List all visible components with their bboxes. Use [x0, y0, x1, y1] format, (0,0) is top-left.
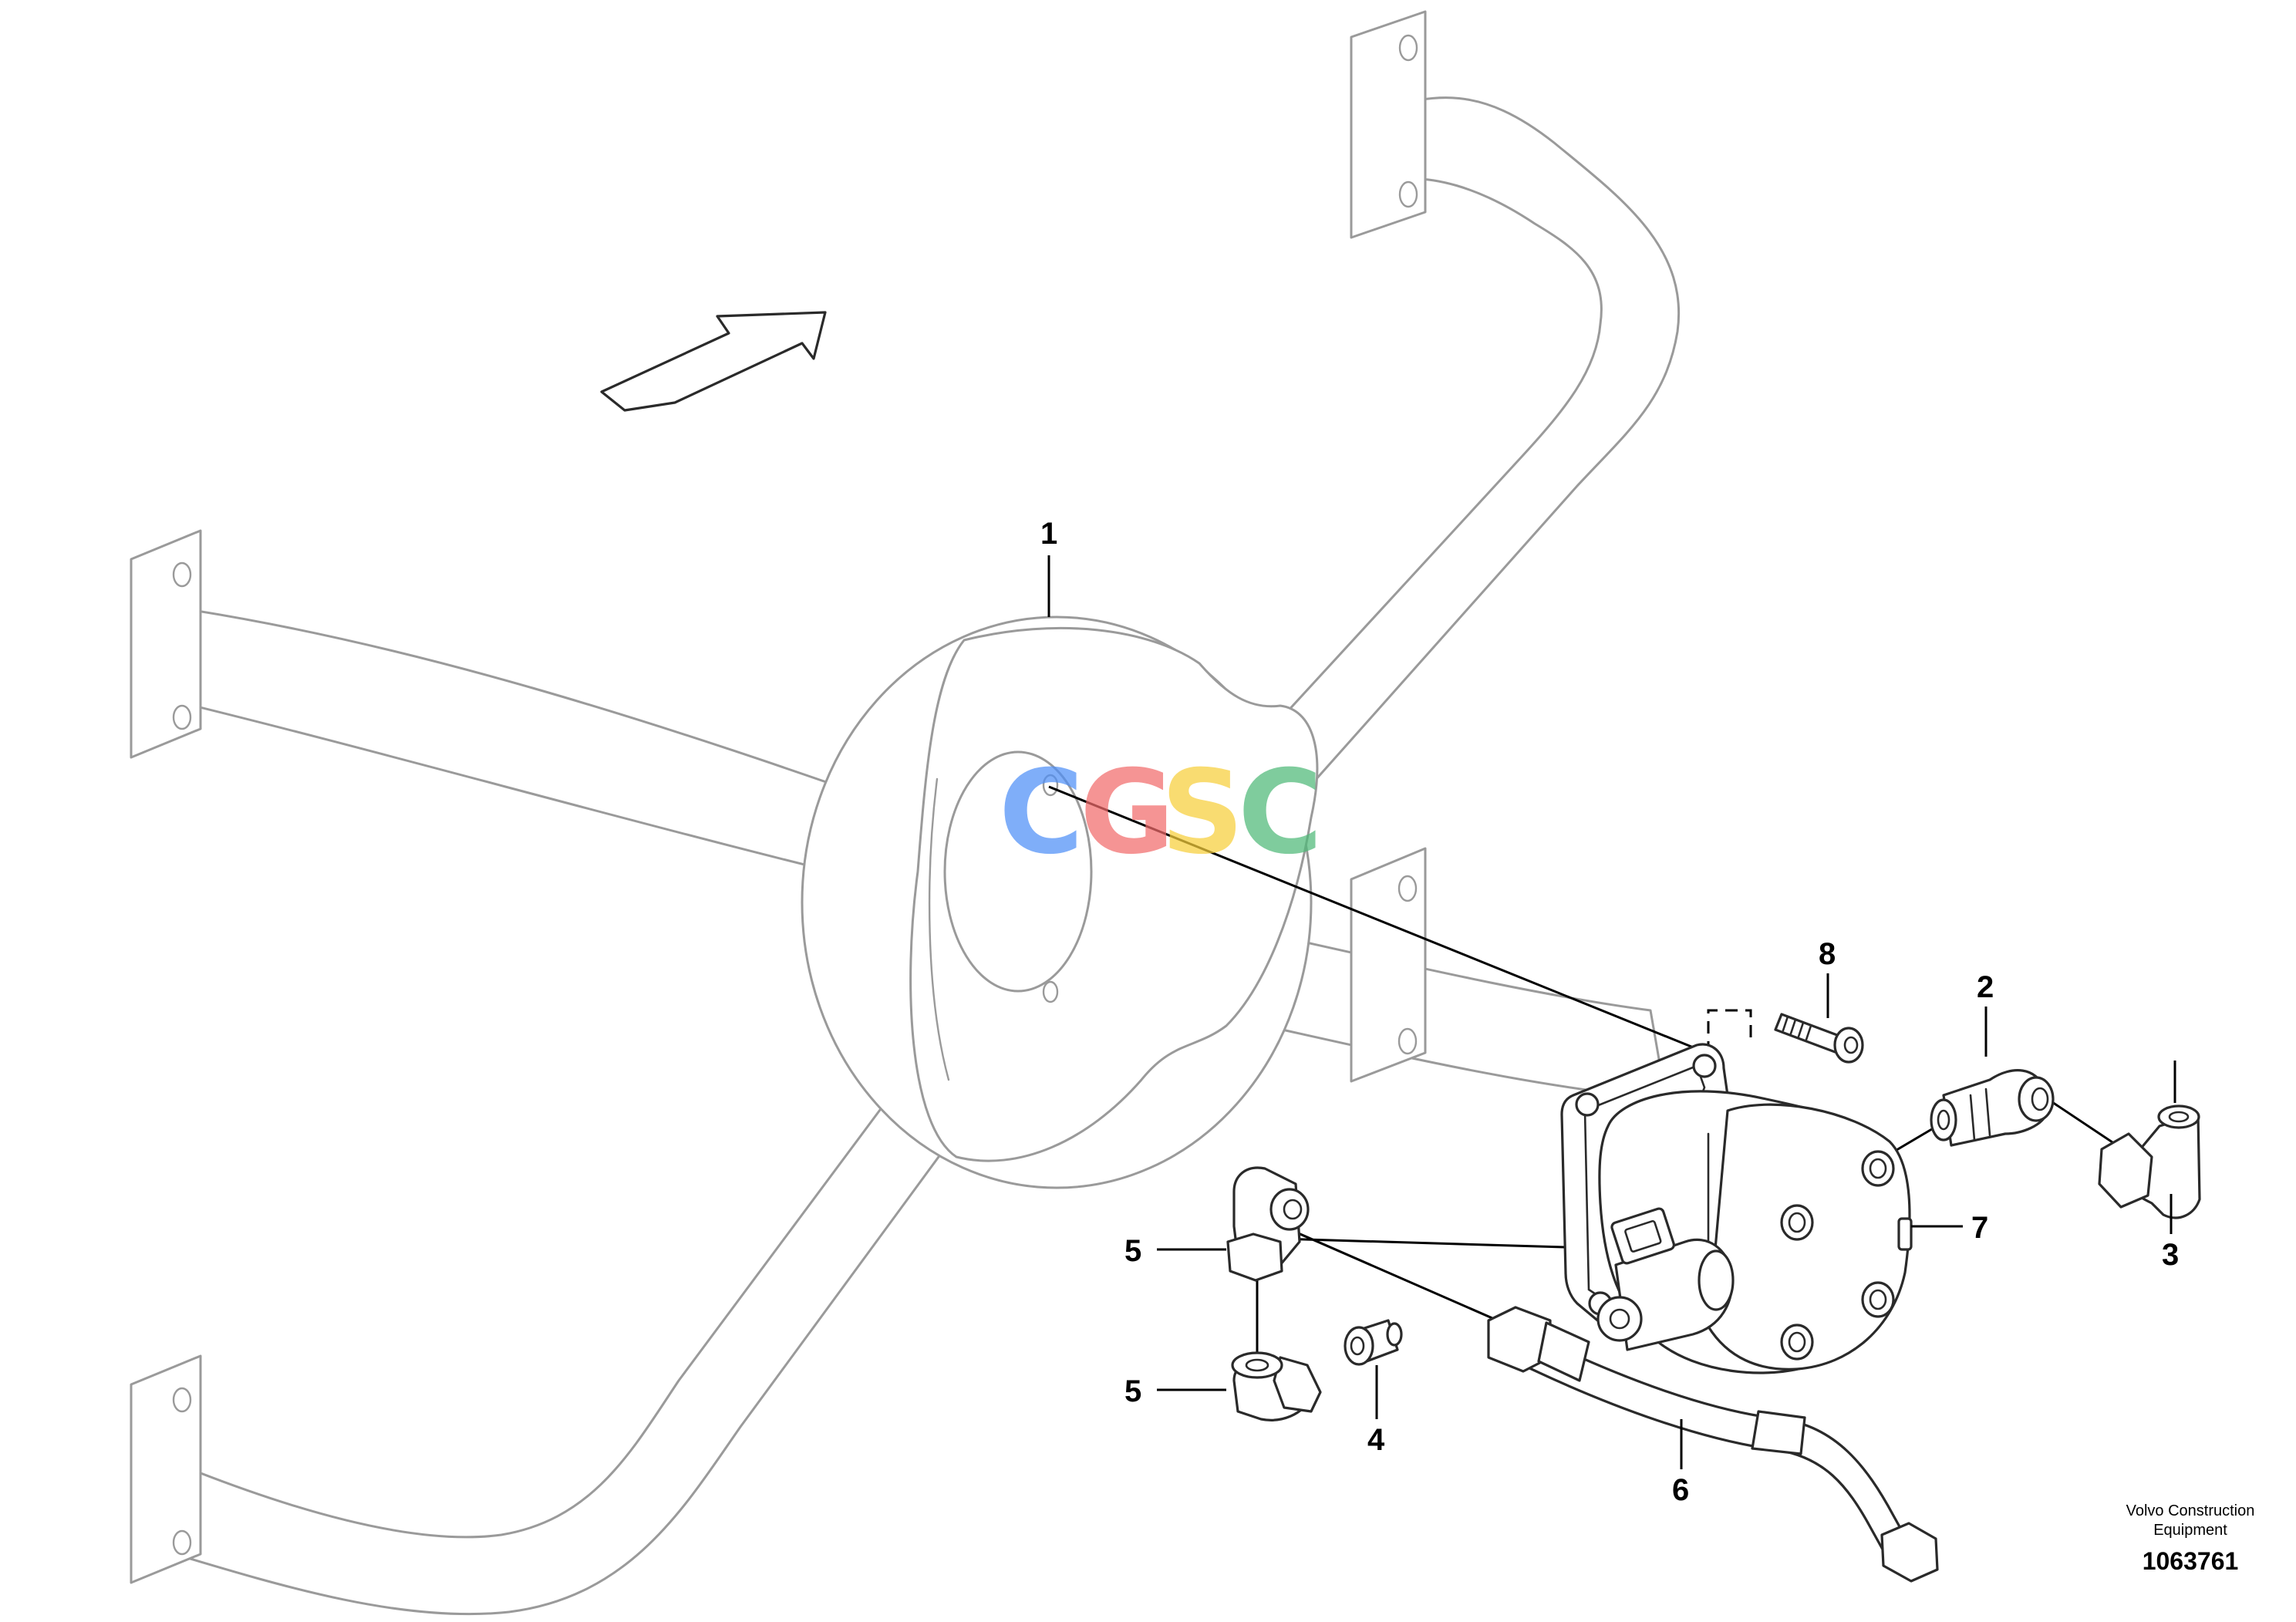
mount-hole — [172, 1387, 192, 1413]
mount-hole — [172, 704, 192, 730]
publisher-line-2: Equipment — [2153, 1522, 2227, 1539]
right-center-mount-plate — [1350, 847, 1427, 1083]
elbow-5-lower-top-inner — [1245, 1358, 1269, 1372]
cgsc-watermark: C G S C — [999, 746, 1323, 880]
cover-bolt — [1780, 1204, 1814, 1241]
ring-inner-bore — [943, 750, 1093, 993]
callout-7: 7 — [1971, 1211, 1988, 1245]
solenoid-nut-inner — [1609, 1308, 1630, 1330]
watermark-letter: C — [999, 746, 1084, 880]
solenoid-nut — [1596, 1296, 1643, 1342]
callout-6: 6 — [1672, 1473, 1689, 1507]
mount-hole — [172, 1529, 192, 1556]
callout-5-lower: 5 — [1124, 1374, 1141, 1408]
hose-6-fitting-right — [1880, 1522, 1939, 1583]
ring-bolt-hole — [1042, 980, 1059, 1003]
elbow-2-hex — [1969, 1088, 1991, 1141]
elbow-5-lower-top — [1231, 1351, 1283, 1379]
cover-bolt-inner — [1869, 1289, 1887, 1310]
callout-3: 3 — [2162, 1238, 2179, 1272]
elbow-fitting-5-lower — [1231, 1351, 1322, 1421]
direction-arrow — [600, 311, 827, 412]
callout-5-upper: 5 — [1124, 1234, 1141, 1268]
adapter-4-hex — [1344, 1326, 1374, 1366]
ring-bolt-hole — [1042, 774, 1059, 797]
adapter-4-nose — [1386, 1322, 1403, 1347]
elbow-2-end — [1930, 1098, 1957, 1141]
pump-cover — [1707, 1103, 1911, 1371]
connector-detail — [1624, 1219, 1662, 1253]
elbow-3-top — [2157, 1104, 2200, 1129]
callout-1: 1 — [1040, 517, 1057, 551]
mount-hole — [1398, 34, 1418, 62]
elbow-5-upper-nut-inner — [1283, 1199, 1303, 1220]
hose-assembly-6 — [1487, 1306, 1939, 1583]
callout-leaders — [1047, 555, 2176, 1469]
hose-6-ferrule-right — [1751, 1410, 1806, 1455]
elbow-3-top-inner — [2168, 1111, 2190, 1123]
callout-8: 8 — [1819, 937, 1836, 971]
bolt — [1774, 1013, 1864, 1064]
hose-6-ferrule-left — [1537, 1321, 1590, 1382]
cover-bolt-inner — [1788, 1331, 1806, 1353]
hydraulic-pump — [1560, 1043, 1913, 1374]
lower-left-tube — [160, 1078, 966, 1616]
illustration-number: 1063761 — [2143, 1547, 2239, 1575]
mount-hole — [1397, 1027, 1418, 1055]
solenoid-connector — [1610, 1207, 1675, 1265]
elbow-fitting-3 — [2098, 1104, 2201, 1219]
mount-hole — [1397, 875, 1418, 902]
publisher-line-1: Volvo Construction — [2126, 1502, 2255, 1519]
solenoid-end — [1698, 1249, 1735, 1311]
ring-inner-edge — [928, 777, 950, 1081]
watermark-letter: C — [1238, 746, 1323, 880]
ring-housing — [801, 615, 1319, 1189]
bolt-head — [1833, 1027, 1864, 1064]
bolt-thread — [1782, 1015, 1812, 1041]
elbow-to-hose-line — [1264, 1217, 1512, 1328]
right-center-tube — [1263, 932, 1667, 1101]
tube-frame — [130, 10, 1681, 1616]
ring-to-pump-line — [1048, 785, 1717, 1058]
left-mount-plate — [130, 529, 202, 759]
pump-port — [1897, 1217, 1913, 1251]
elbow-5-upper-hex — [1226, 1233, 1283, 1282]
elbow-2-end-inner — [1937, 1109, 1950, 1131]
publisher-block: Volvo Construction Equipment 1063761 — [2126, 1502, 2255, 1575]
bolt-head-socket — [1843, 1036, 1859, 1054]
elbow-3-hex — [2098, 1132, 2153, 1209]
elbow-5-upper-nut — [1269, 1188, 1310, 1231]
cover-bolt — [1861, 1150, 1895, 1187]
callout-2: 2 — [1977, 970, 1994, 1004]
upper-right-mount-plate — [1350, 10, 1427, 239]
callout-4: 4 — [1367, 1423, 1385, 1457]
elbow-fitting-5-upper — [1226, 1166, 1310, 1282]
cover-bolt — [1861, 1281, 1895, 1318]
callout-labels: 1 2 3 4 5 5 6 7 8 — [1040, 517, 2179, 1507]
cover-bolt-inner — [1869, 1158, 1887, 1179]
flange-hole — [1575, 1092, 1600, 1117]
watermark-letter: G — [1080, 746, 1175, 880]
mount-hole — [172, 561, 192, 588]
adapter-fitting-4 — [1344, 1319, 1403, 1366]
flange-hole — [1692, 1054, 1717, 1078]
elbow-2-nut — [2018, 1076, 2055, 1122]
elbow-5-lower-hex — [1273, 1356, 1322, 1413]
elbow-2-nut-inner — [2031, 1087, 2049, 1111]
lower-left-mount-plate — [130, 1354, 202, 1584]
cover-bolt — [1780, 1324, 1814, 1361]
elbow-fitting-2 — [1930, 1069, 2055, 1147]
cover-bolt-inner — [1788, 1212, 1806, 1233]
watermark-letter: S — [1161, 746, 1244, 880]
adapter-4-inner — [1350, 1336, 1365, 1356]
mount-hole — [1398, 180, 1418, 208]
